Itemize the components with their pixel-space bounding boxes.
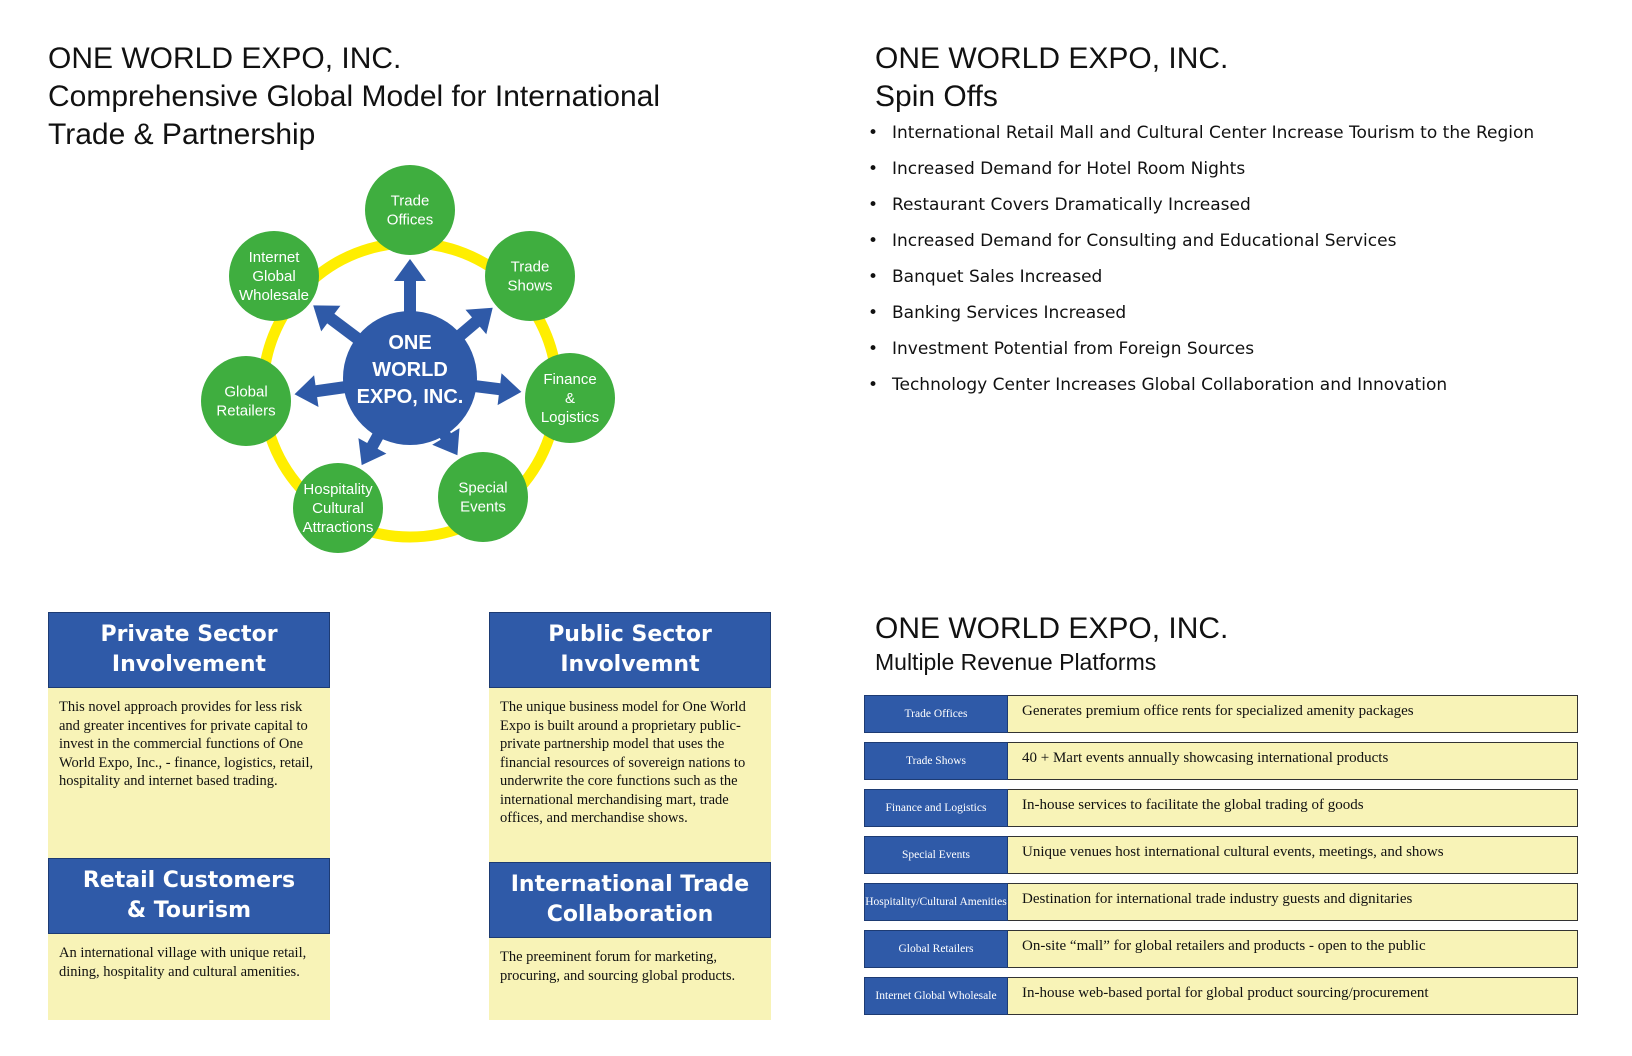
- private-sector-body: This novel approach provides for less ri…: [48, 688, 330, 858]
- revenue-platform-label: Global Retailers: [864, 930, 1008, 968]
- spin-off-item: Increased Demand for Hotel Room Nights: [868, 158, 1534, 194]
- node-global-retailers: [201, 356, 291, 446]
- public-sector-body: The unique business model for One World …: [489, 688, 771, 862]
- arrow-to-trade-offices: [394, 259, 426, 330]
- node-special-events: [438, 452, 528, 542]
- revenue-company: ONE WORLD EXPO, INC.: [875, 612, 1229, 645]
- node-label-internet-wholesale-2: Global: [252, 268, 295, 285]
- revenue-title: Multiple Revenue Platforms: [875, 649, 1157, 675]
- hub-diagram: ONE WORLD EXPO, INC. TradeOfficesTradeSh…: [201, 165, 615, 553]
- spin-off-item: International Retail Mall and Cultural C…: [868, 122, 1534, 158]
- spin-offs-title: Spin Offs: [875, 80, 998, 113]
- node-label-global-retailers-2: Retailers: [216, 403, 275, 420]
- node-label-trade-offices-1: Trade: [391, 193, 430, 210]
- left-company-title: ONE WORLD EXPO, INC.: [48, 42, 402, 75]
- international-trade-title-line1: International Trade: [510, 872, 750, 897]
- node-label-trade-offices-2: Offices: [387, 212, 433, 229]
- revenue-platform-description: Generates premium office rents for speci…: [1008, 695, 1578, 733]
- spin-off-item: Banquet Sales Increased: [868, 266, 1534, 302]
- revenue-platform-label: Finance and Logistics: [864, 789, 1008, 827]
- private-sector-title-line1: Private Sector: [100, 622, 278, 647]
- node-finance-logistics: [525, 353, 615, 443]
- hub-label-line2: WORLD: [372, 359, 448, 381]
- spin-offs-list: International Retail Mall and Cultural C…: [868, 122, 1534, 410]
- node-internet-wholesale: [229, 231, 319, 321]
- revenue-platform-label: Internet Global Wholesale: [864, 977, 1008, 1015]
- international-trade-title-line2: Collaboration: [546, 902, 714, 927]
- hub-circle: [343, 311, 477, 445]
- private-sector-title-line2: Involvement: [111, 652, 267, 677]
- international-trade-body: The preeminent forum for marketing, proc…: [489, 938, 771, 1020]
- retail-customers-title-line1: Retail Customers: [82, 868, 296, 893]
- revenue-platform-description: On-site “mall” for global retailers and …: [1008, 930, 1578, 968]
- node-label-special-events-2: Events: [460, 499, 506, 516]
- revenue-platform-description: In-house web-based portal for global pro…: [1008, 977, 1578, 1015]
- retail-customers-header: Retail Customers & Tourism: [48, 858, 330, 934]
- revenue-platform-description: 40 + Mart events annually showcasing int…: [1008, 742, 1578, 780]
- diagram-nodes: TradeOfficesTradeShowsFinance&LogisticsS…: [201, 165, 615, 553]
- spin-off-item: Technology Center Increases Global Colla…: [868, 374, 1534, 410]
- left-title-line2: Trade & Partnership: [48, 118, 316, 151]
- node-label-internet-wholesale-3: Wholesale: [239, 287, 309, 304]
- revenue-platform-label: Special Events: [864, 836, 1008, 874]
- spin-off-item: Increased Demand for Consulting and Educ…: [868, 230, 1534, 266]
- left-title-line1: Comprehensive Global Model for Internati…: [48, 80, 660, 113]
- revenue-platform-label: Hospitality/Cultural Amenities: [864, 883, 1008, 921]
- node-trade-shows: [485, 231, 575, 321]
- node-label-finance-logistics-2: &: [565, 390, 575, 407]
- node-hospitality-cultural: [293, 463, 383, 553]
- node-label-trade-shows-2: Shows: [507, 278, 552, 295]
- node-label-internet-wholesale-1: Internet: [249, 249, 301, 266]
- hub-label-line1: ONE: [388, 332, 431, 354]
- node-label-finance-logistics-1: Finance: [543, 371, 596, 388]
- hub-label-line3: EXPO, INC.: [357, 386, 464, 408]
- node-label-hospitality-cultural-3: Attractions: [303, 519, 374, 536]
- spin-off-item: Restaurant Covers Dramatically Increased: [868, 194, 1534, 230]
- revenue-platform-label: Trade Shows: [864, 742, 1008, 780]
- retail-customers-title-line2: & Tourism: [126, 898, 252, 923]
- node-label-finance-logistics-3: Logistics: [541, 409, 599, 426]
- retail-customers-body: An international village with unique ret…: [48, 934, 330, 1020]
- node-label-hospitality-cultural-1: Hospitality: [303, 481, 373, 498]
- revenue-platform-description: In-house services to facilitate the glob…: [1008, 789, 1578, 827]
- public-sector-title-line1: Public Sector: [548, 622, 712, 647]
- node-label-special-events-1: Special: [458, 480, 507, 497]
- node-label-hospitality-cultural-2: Cultural: [312, 500, 364, 517]
- spin-off-item: Investment Potential from Foreign Source…: [868, 338, 1534, 374]
- revenue-platform-label: Trade Offices: [864, 695, 1008, 733]
- spin-offs-company: ONE WORLD EXPO, INC.: [875, 42, 1229, 75]
- revenue-platform-description: Destination for international trade indu…: [1008, 883, 1578, 921]
- node-trade-offices: [365, 165, 455, 255]
- revenue-platform-description: Unique venues host international cultura…: [1008, 836, 1578, 874]
- public-sector-title-line2: Involvemnt: [560, 652, 700, 677]
- spin-off-item: Banking Services Increased: [868, 302, 1534, 338]
- node-label-trade-shows-1: Trade: [511, 259, 550, 276]
- node-label-global-retailers-1: Global: [224, 384, 267, 401]
